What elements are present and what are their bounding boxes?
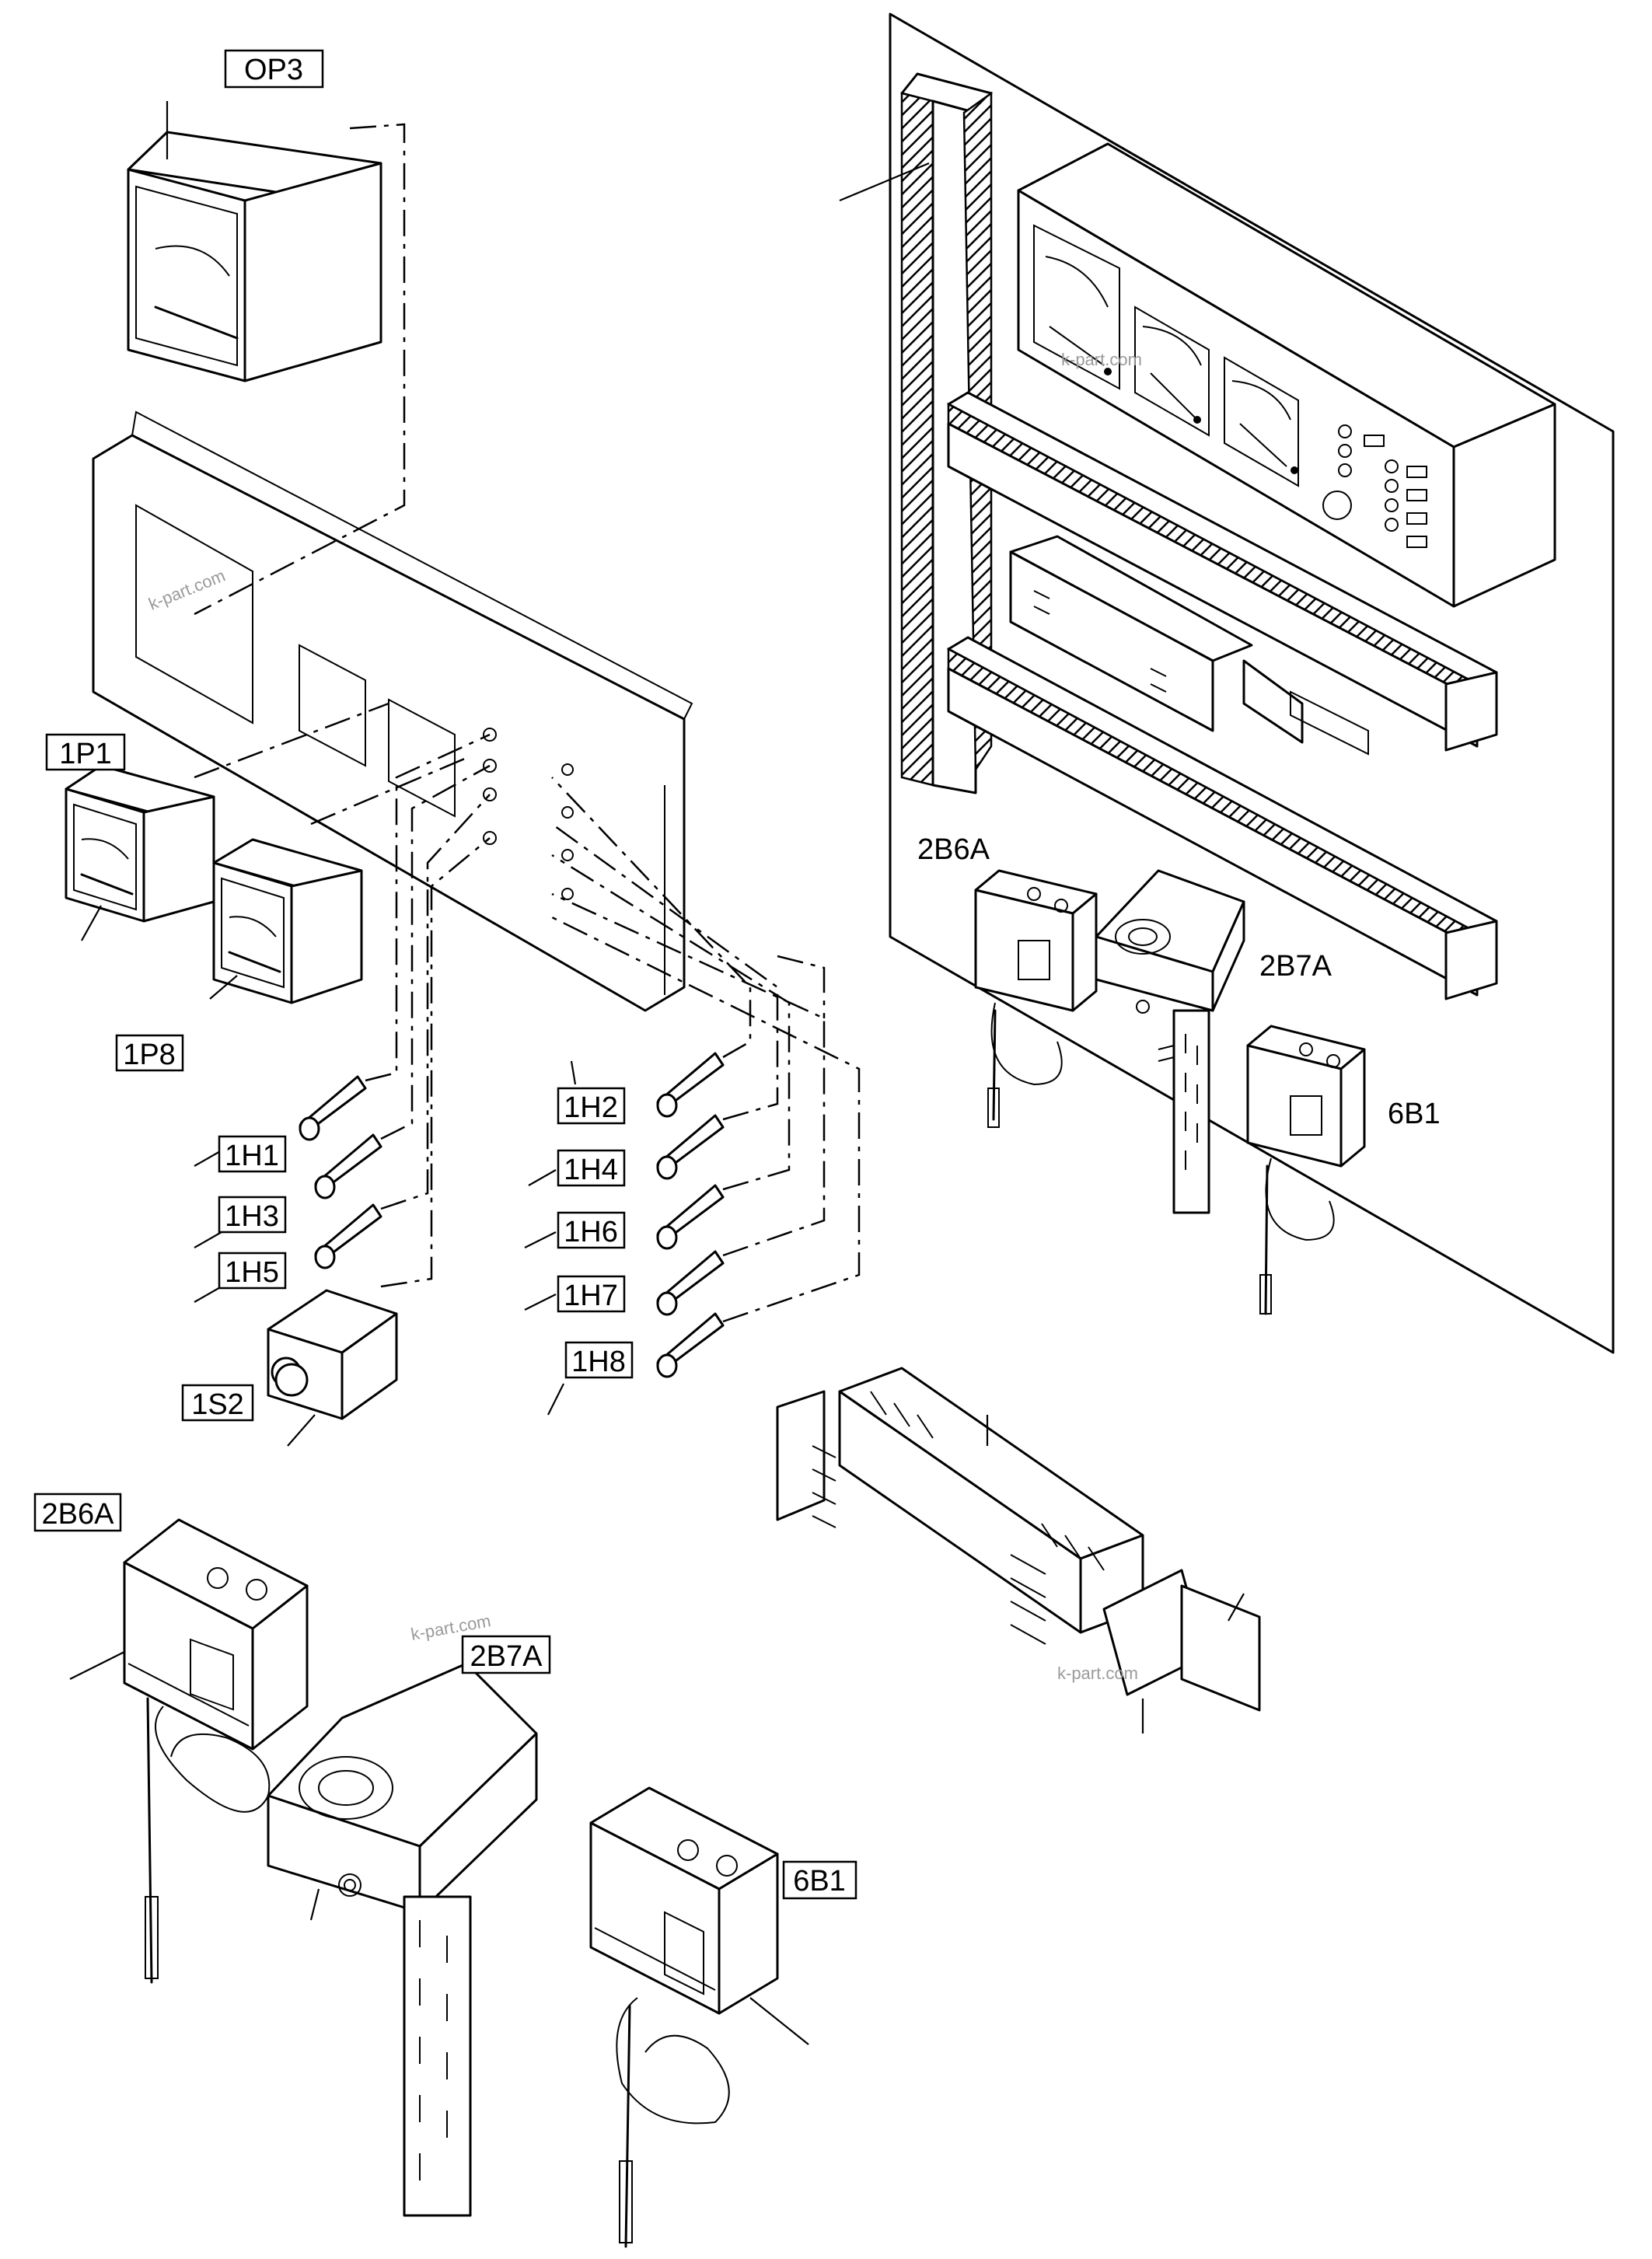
terminal-strip-installed bbox=[1009, 535, 1369, 756]
callout-6b1: 6B1 bbox=[782, 1860, 857, 1900]
callout-1h8: 1H8 bbox=[564, 1341, 634, 1379]
lamp-1h4 bbox=[656, 1114, 725, 1180]
lamp-1h3 bbox=[314, 1133, 382, 1199]
svg-text:1H8: 1H8 bbox=[571, 1346, 626, 1378]
thermostat-2b7a bbox=[267, 1662, 538, 2217]
svg-text:2B6A: 2B6A bbox=[917, 833, 990, 866]
svg-text:OP3: OP3 bbox=[244, 54, 303, 86]
lamp-1h1 bbox=[299, 1075, 367, 1141]
meter-op3 bbox=[127, 101, 382, 382]
lamp-1h8 bbox=[656, 1312, 725, 1378]
front-panel-plate bbox=[92, 410, 693, 1012]
lamp-1h2 bbox=[656, 1052, 725, 1118]
switch-1s2 bbox=[267, 1289, 398, 1447]
callout-op3: OP3 bbox=[224, 49, 324, 89]
svg-text:1P8: 1P8 bbox=[123, 1039, 176, 1071]
thermostat-6b1-installed bbox=[1246, 1025, 1366, 1315]
svg-text:2B7A: 2B7A bbox=[470, 1640, 543, 1673]
svg-text:6B1: 6B1 bbox=[1388, 1098, 1441, 1130]
lamp-1h6 bbox=[656, 1184, 725, 1250]
lamp-1h7 bbox=[656, 1250, 725, 1316]
callout-1h1: 1H1 bbox=[218, 1135, 287, 1173]
thermostat-2b6a bbox=[69, 1518, 309, 1984]
svg-text:1H6: 1H6 bbox=[564, 1216, 618, 1248]
svg-text:1H3: 1H3 bbox=[225, 1200, 279, 1233]
svg-text:1H7: 1H7 bbox=[564, 1280, 618, 1312]
callout-1p1: 1P1 bbox=[45, 733, 126, 771]
watermark-text: k-part.com bbox=[1061, 350, 1142, 369]
callout-2b7a: 2B7A bbox=[461, 1635, 551, 1674]
meter-1p8 bbox=[209, 838, 363, 1004]
svg-text:1H5: 1H5 bbox=[225, 1256, 279, 1289]
instrument-housing bbox=[1017, 142, 1556, 608]
terminal-strip bbox=[776, 1367, 1261, 1734]
watermark-text: k-part.com bbox=[1057, 1664, 1138, 1683]
thermostat-6b1 bbox=[589, 1786, 809, 2248]
svg-text:6B1: 6B1 bbox=[793, 1865, 846, 1898]
svg-text:2B7A: 2B7A bbox=[1259, 950, 1332, 983]
control-cabinet bbox=[839, 12, 1615, 1354]
thermostat-2b7a-installed bbox=[1095, 869, 1245, 1214]
callout-6b1-installed: 6B1 bbox=[1388, 1098, 1441, 1130]
meter-1p1 bbox=[65, 764, 215, 941]
callout-1h5: 1H5 bbox=[218, 1252, 287, 1290]
horizontal-cable-duct-lower bbox=[947, 636, 1498, 1000]
svg-text:2B6A: 2B6A bbox=[42, 1498, 115, 1531]
callout-1h3: 1H3 bbox=[218, 1196, 287, 1234]
callout-1s2: 1S2 bbox=[181, 1384, 254, 1422]
svg-text:1S2: 1S2 bbox=[191, 1388, 244, 1421]
svg-text:1P1: 1P1 bbox=[59, 738, 112, 770]
svg-text:1H2: 1H2 bbox=[564, 1091, 618, 1124]
callout-1h4: 1H4 bbox=[557, 1149, 626, 1187]
callout-1p8: 1P8 bbox=[115, 1034, 184, 1072]
callout-2b6a-installed: 2B6A bbox=[917, 833, 990, 866]
horizontal-cable-duct-upper bbox=[947, 391, 1498, 752]
callout-2b7a-installed: 2B7A bbox=[1259, 950, 1332, 983]
callout-1h6: 1H6 bbox=[557, 1211, 626, 1249]
svg-text:1H4: 1H4 bbox=[564, 1154, 618, 1186]
thermostat-2b6a-installed bbox=[974, 869, 1098, 1128]
lamp-1h5 bbox=[314, 1203, 382, 1269]
svg-text:1H1: 1H1 bbox=[225, 1140, 279, 1172]
callout-1h2: 1H2 bbox=[557, 1087, 626, 1125]
callout-2b6a: 2B6A bbox=[33, 1493, 122, 1532]
callout-1h7: 1H7 bbox=[557, 1275, 626, 1313]
